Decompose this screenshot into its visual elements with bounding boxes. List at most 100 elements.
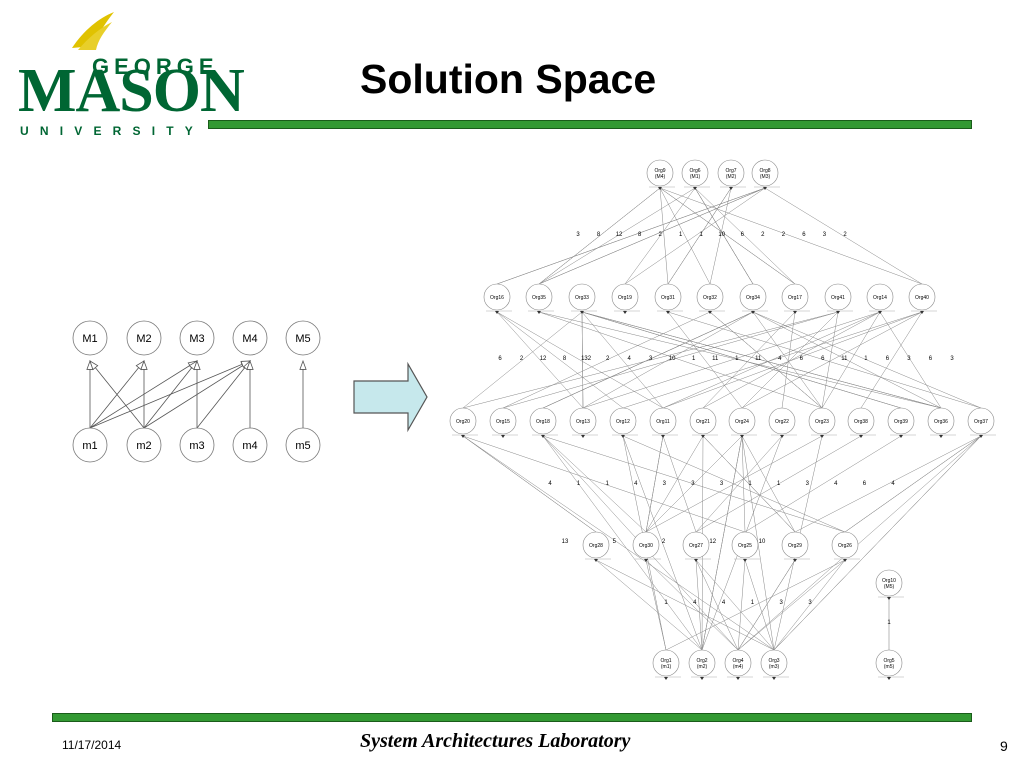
lattice-node xyxy=(847,407,875,435)
lattice-node-label: Org31 xyxy=(661,295,675,301)
lattice-node-label: Org7 xyxy=(725,168,736,174)
lattice-node-label: Org3 xyxy=(768,658,779,664)
lattice-edge xyxy=(581,311,942,409)
edge-label: 3 xyxy=(823,232,827,238)
lattice-node-label: Org30 xyxy=(639,543,653,549)
lattice-node-label: Org17 xyxy=(788,295,802,301)
lattice-edge xyxy=(794,435,982,533)
lattice-node-sub: (M4) xyxy=(655,174,666,180)
lattice-node xyxy=(728,407,756,435)
lattice-node xyxy=(689,407,717,435)
lattice-edge xyxy=(879,311,942,409)
lattice-edge xyxy=(694,187,754,285)
edge-label: 11 xyxy=(841,356,848,362)
footer-lab: System Architectures Laboratory xyxy=(360,730,631,752)
lattice-node xyxy=(682,531,710,559)
edge-label: 132 xyxy=(581,356,592,362)
node-arrowhead xyxy=(580,311,584,314)
node-arrowhead xyxy=(887,677,891,680)
block-arrow xyxy=(353,361,428,433)
edge-label: 10 xyxy=(759,539,766,545)
left-arrowhead xyxy=(240,360,252,368)
lattice-node xyxy=(760,649,788,677)
edge-label: 6 xyxy=(821,356,825,362)
lattice-node xyxy=(768,407,796,435)
lattice-node xyxy=(831,531,859,559)
lattice-edge xyxy=(860,311,923,409)
node-arrowhead xyxy=(793,311,797,314)
edge-label: 3 xyxy=(720,481,724,487)
edge-label: 3 xyxy=(780,600,784,606)
edge-label: 4 xyxy=(548,481,552,487)
lattice-node-label: Org23 xyxy=(815,419,829,425)
lattice-node xyxy=(449,407,477,435)
node-arrowhead xyxy=(780,435,784,438)
lattice-node xyxy=(609,407,637,435)
lattice-edge xyxy=(581,311,584,409)
node-arrowhead xyxy=(859,435,863,438)
edge-label: 3 xyxy=(576,232,580,238)
left-bottom-node xyxy=(285,427,321,463)
lattice-node xyxy=(649,407,677,435)
lattice-node-sub: (m1) xyxy=(661,664,672,670)
lattice-edge xyxy=(624,187,766,285)
node-arrowhead xyxy=(939,435,943,438)
left-bottom-node xyxy=(232,427,268,463)
lattice-node xyxy=(808,407,836,435)
node-arrowhead xyxy=(700,677,704,680)
edge-label: 1 xyxy=(605,481,609,487)
edge-label: 12 xyxy=(616,232,623,238)
edge-label: 1 xyxy=(887,620,891,626)
lattice-edge xyxy=(659,187,711,285)
edge-label: 6 xyxy=(498,356,502,362)
lattice-edge xyxy=(773,435,982,651)
lattice-edge xyxy=(701,435,743,651)
lattice-edge xyxy=(844,435,982,533)
lattice-node xyxy=(529,407,557,435)
lattice-node-sub: (M5) xyxy=(884,584,895,590)
lattice-edge xyxy=(659,187,796,285)
lattice-node-sub: (M2) xyxy=(726,174,737,180)
edge-label: 3 xyxy=(808,600,812,606)
node-arrowhead xyxy=(594,559,598,562)
edge-label: 1 xyxy=(679,232,683,238)
lattice-edge xyxy=(695,559,739,651)
edge-label: 3 xyxy=(691,481,695,487)
left-bottom-node xyxy=(179,427,215,463)
lattice-edge xyxy=(695,559,703,651)
edge-label: 5 xyxy=(613,539,617,545)
node-arrowhead xyxy=(979,435,983,438)
edge-label: 3 xyxy=(663,481,667,487)
page-number: 9 xyxy=(1000,738,1008,754)
lattice-node-label: Org13 xyxy=(576,419,590,425)
lattice-edge xyxy=(752,311,982,409)
node-arrowhead xyxy=(621,435,625,438)
node-arrowhead xyxy=(495,311,499,314)
node-arrowhead xyxy=(461,435,465,438)
lattice-edge xyxy=(752,311,942,409)
lattice-edge xyxy=(667,311,743,409)
lattice-node-label: Org9 xyxy=(654,168,665,174)
lattice-node-label: Org41 xyxy=(831,295,845,301)
left-top-node xyxy=(126,320,162,356)
lattice-edge xyxy=(496,311,584,409)
edge-label: 2 xyxy=(662,539,666,545)
left-edge xyxy=(89,360,198,429)
left-edge xyxy=(89,360,251,429)
lattice-node-label: Org21 xyxy=(696,419,710,425)
left-arrowhead xyxy=(246,359,254,370)
lattice-edge xyxy=(542,435,647,533)
edge-label: 12 xyxy=(540,356,547,362)
lattice-node xyxy=(569,407,597,435)
lattice-node-sub: (m2) xyxy=(697,664,708,670)
edge-label: 8 xyxy=(638,232,642,238)
lattice-node xyxy=(875,649,903,677)
node-arrowhead xyxy=(920,311,924,314)
lattice-node-label: Org16 xyxy=(490,295,504,301)
lattice-edge xyxy=(462,435,597,533)
lattice-node-label: Org28 xyxy=(589,543,603,549)
lattice-edge xyxy=(496,311,624,409)
edge-label: 2 xyxy=(658,232,662,238)
lattice-edge xyxy=(645,559,739,651)
edge-label: 1 xyxy=(577,481,581,487)
